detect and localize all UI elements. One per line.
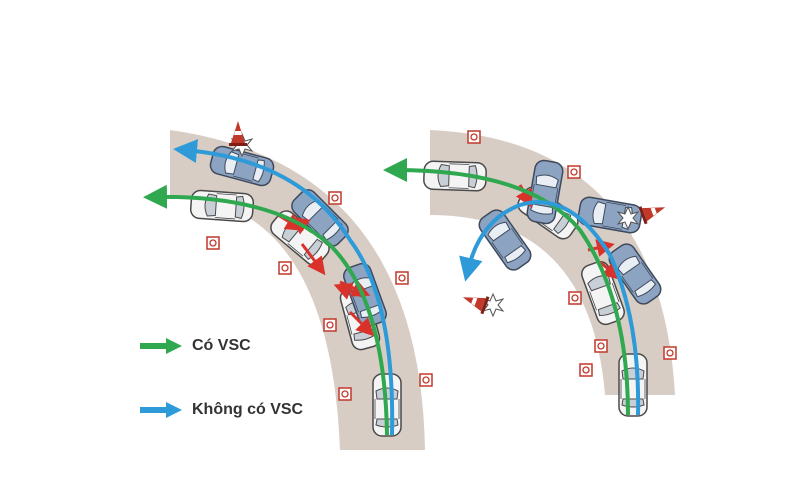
road-left: [170, 130, 425, 450]
legend-label-without-vsc: Không có VSC: [192, 401, 304, 418]
road-marker-icon: [579, 363, 593, 377]
road-marker-icon: [323, 318, 337, 332]
path-without-vsc-left: [173, 139, 395, 436]
left-scene: [143, 121, 433, 450]
road-marker-icon: [419, 373, 433, 387]
road-marker-icon: [278, 261, 292, 275]
legend-with-vsc: Có VSC: [140, 337, 380, 355]
road-marker-icon: [206, 236, 220, 250]
traffic-cone-icon: [638, 198, 669, 225]
legend-label-with-vsc: Có VSC: [192, 337, 251, 354]
road-marker-icon: [567, 165, 581, 179]
road-marker-icon: [594, 339, 608, 353]
path-with-vsc-right: [383, 158, 630, 416]
right-scene: [383, 130, 677, 417]
road-marker-icon: [467, 130, 481, 144]
road-marker-icon: [338, 387, 352, 401]
car-icon: [618, 353, 648, 417]
arrow-icon: [140, 402, 182, 418]
traffic-cone-icon: [229, 121, 247, 146]
road-marker-icon: [663, 346, 677, 360]
road-right: [430, 130, 675, 395]
arrow-icon: [140, 338, 182, 354]
legend-without-vsc: Không có VSC: [140, 401, 380, 419]
path-without-vsc-right: [459, 200, 641, 416]
road-marker-icon: [328, 191, 342, 205]
road-marker-icon: [395, 271, 409, 285]
path-with-vsc-left: [143, 184, 389, 436]
road-marker-icon: [568, 291, 582, 305]
